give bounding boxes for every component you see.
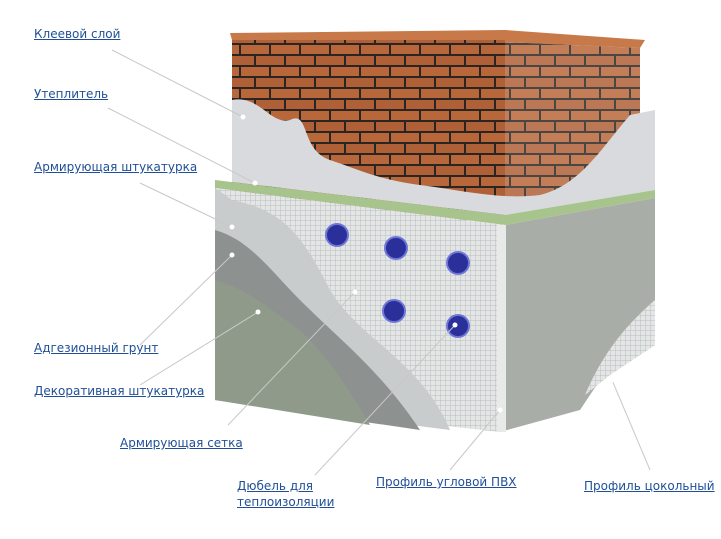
label-mesh[interactable]: Армирующая сетка (120, 436, 243, 450)
dowels (325, 223, 470, 338)
brick-top (230, 30, 645, 48)
label-glue-layer[interactable]: Клеевой слой (34, 27, 121, 41)
leader-lines (107, 49, 651, 476)
label-corner-profile[interactable]: Профиль угловой ПВХ (376, 475, 517, 489)
dowel-icon (446, 314, 470, 338)
label-reinforcing-plaster[interactable]: Армирующая штукатурка (34, 160, 198, 174)
dowel-icon (446, 251, 470, 275)
label-insulation[interactable]: Утеплитель (34, 87, 109, 101)
marker-dots (229, 114, 615, 413)
label-base-profile[interactable]: Профиль цокольный (584, 479, 715, 493)
label-dowel-line1: Дюбель для (237, 479, 314, 493)
label-dowel-line2: теплоизоляции (237, 495, 335, 509)
label-dowel[interactable]: Дюбель для теплоизоляции (237, 478, 334, 510)
block-side-plaster (500, 198, 655, 432)
base-profile (585, 300, 655, 395)
dowel-icon (325, 223, 349, 247)
block-top (215, 180, 655, 225)
insulation-upper (232, 99, 655, 215)
corner-profile (497, 225, 506, 432)
dowel-icon (384, 236, 408, 260)
label-decorative-plaster[interactable]: Декоративная штукатурка (34, 384, 205, 398)
decorative-plaster-front (215, 280, 370, 425)
label-primer[interactable]: Адгезионный грунт (34, 341, 159, 355)
dowel-icon (382, 299, 406, 323)
